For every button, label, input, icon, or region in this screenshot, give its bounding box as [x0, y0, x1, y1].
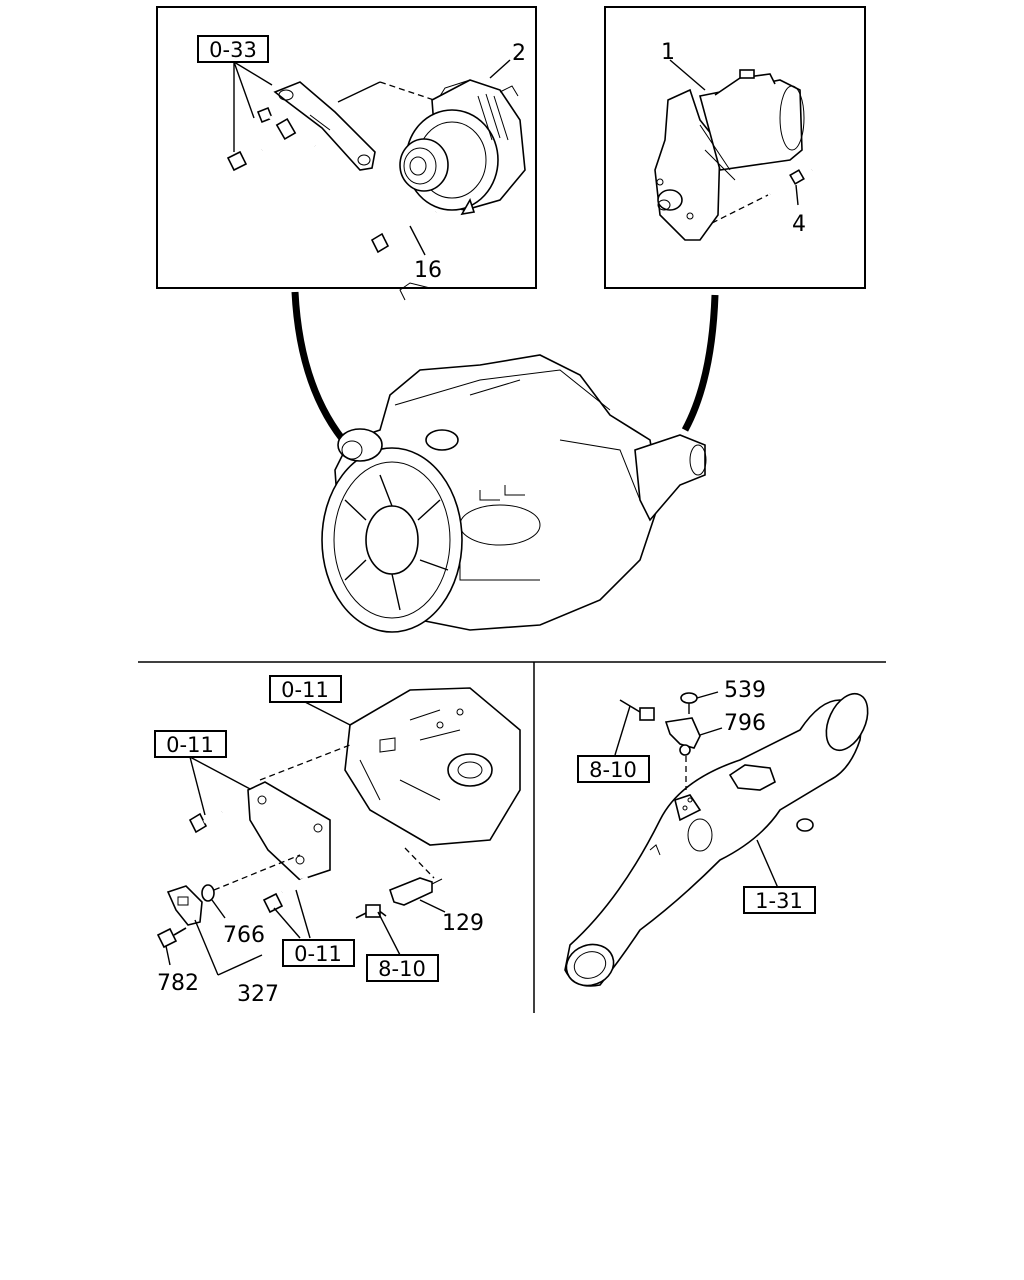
- map-sensor-callout: 796: [724, 711, 766, 736]
- svg-text:0-11: 0-11: [281, 678, 329, 702]
- alternator-bracket: [273, 81, 376, 171]
- intake-pipe: [564, 692, 869, 987]
- sensor-screw: [680, 692, 698, 714]
- bracket2-ref-box[interactable]: 0-11: [154, 730, 227, 758]
- bracket-ref-box[interactable]: 0-33: [197, 35, 269, 63]
- starter-panel: 1 4: [604, 6, 866, 289]
- alternator: [399, 79, 526, 216]
- sensor-bolt-callout: 782: [157, 971, 199, 996]
- engine-fan: [321, 447, 463, 633]
- starter-stud: [711, 167, 814, 224]
- lower-bolt: [226, 147, 263, 172]
- sensor-bracket: [247, 781, 331, 881]
- starter-callout: 1: [661, 40, 675, 65]
- cylinder-head: [344, 687, 521, 846]
- pipe-ref-box[interactable]: 1-31: [743, 886, 816, 914]
- bracket-bolt: [256, 106, 316, 148]
- alternator-callout: 2: [512, 41, 526, 66]
- oring-callout: 766: [223, 923, 265, 948]
- screw-callout: 539: [724, 678, 766, 703]
- svg-text:0-11: 0-11: [294, 942, 342, 966]
- starter-stud-callout: 4: [792, 212, 806, 237]
- bolts-ref-box[interactable]: 0-11: [282, 939, 355, 967]
- svg-text:1-31: 1-31: [755, 889, 803, 913]
- temp-sensor: [389, 877, 443, 906]
- svg-text:8-10: 8-10: [589, 758, 637, 782]
- alternator-bolt-callout: 16: [414, 258, 442, 283]
- head-ref-box[interactable]: 0-11: [269, 675, 342, 703]
- sensor-assy-callout: 327: [237, 982, 279, 1007]
- svg-text:0-11: 0-11: [166, 733, 214, 757]
- map-sensor: [664, 717, 701, 756]
- alternator-panel: 0-33: [156, 6, 537, 289]
- engine-overview: [291, 282, 719, 633]
- head-sensors-panel: 0-11 0-11: [154, 675, 521, 1007]
- temp-ref-box[interactable]: 8-10: [366, 954, 439, 982]
- temp-sensor-callout: 129: [442, 911, 484, 936]
- starter-motor: [654, 69, 805, 241]
- alternator-long-bolt: [370, 210, 438, 254]
- bracket-ref-label: 0-33: [209, 38, 257, 62]
- harness-ref-box[interactable]: 8-10: [577, 755, 650, 783]
- cam-sensor: [166, 885, 203, 926]
- intake-pipe-panel: 796 539 8-10 1-31: [564, 678, 869, 987]
- svg-text:8-10: 8-10: [378, 957, 426, 981]
